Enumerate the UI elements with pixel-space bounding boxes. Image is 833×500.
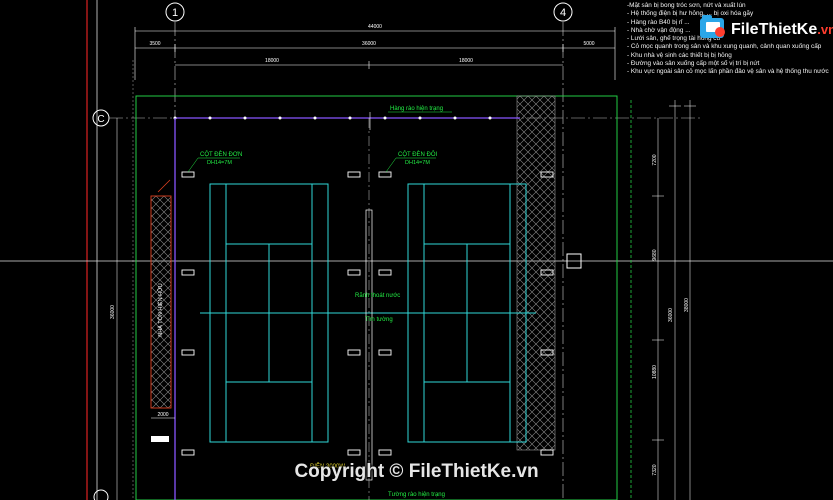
label-single-pole-sub: DH14=7M bbox=[207, 160, 232, 166]
label-power: ĐIỆN 3000W bbox=[310, 462, 345, 470]
dim-half-right: 18000 bbox=[459, 58, 473, 64]
label-fence-bottom: Tường rào hiện trạng bbox=[388, 492, 445, 498]
note-line: - Khu nhà vệ sinh các thiết bị bị hỏng bbox=[627, 51, 732, 59]
grid-label-1: 1 bbox=[172, 7, 178, 19]
note-line: - Cỏ mọc quanh trong sân và khu xung qua… bbox=[627, 43, 822, 51]
note-line: - Lưới sân, ghế trọng tài hỏng cũ bbox=[627, 35, 721, 43]
bottom-left-marker bbox=[93, 489, 109, 500]
logo-wordmark: FileThietKe.vn bbox=[731, 21, 833, 39]
dim-pier-width: 2000 bbox=[157, 412, 168, 418]
copyright-watermark: Copyright © FileThietKe.vn bbox=[294, 461, 539, 482]
double-pole-leader bbox=[385, 157, 397, 173]
logo-brand: FileThietKe bbox=[731, 21, 818, 38]
house-diagonal bbox=[157, 179, 171, 193]
top-dimensions bbox=[134, 27, 616, 80]
grid-label-c: C bbox=[97, 114, 104, 125]
grid-bubble-4 bbox=[553, 2, 573, 22]
light-poles-left bbox=[181, 171, 195, 456]
label-single-pole: CỘT ĐÈN ĐƠN bbox=[200, 151, 242, 158]
dim-right-mid: 9680 bbox=[652, 249, 658, 260]
filethietke-logo: FileThietKe.vn bbox=[698, 12, 833, 46]
dim-half-left: 18000 bbox=[265, 58, 279, 64]
light-poles-center bbox=[347, 171, 392, 456]
dim-overall-width: 44000 bbox=[368, 24, 382, 30]
dim-right-margin: 5000 bbox=[583, 41, 594, 47]
dim-right-bottom: 7320 bbox=[652, 464, 658, 475]
note-line: - Hệ thống điện bị hư hỏng, ... bị oxi h… bbox=[627, 10, 754, 18]
right-dimensions bbox=[652, 100, 696, 500]
label-double-pole: CỘT ĐÈN ĐÔI bbox=[398, 151, 438, 158]
label-double-pole-sub: DH14=7M bbox=[405, 160, 430, 166]
dim-right-depth: 36000 bbox=[668, 308, 674, 322]
dim-left-margin: 3500 bbox=[149, 41, 160, 47]
label-center-line: Tim tường bbox=[365, 317, 393, 323]
label-fence-top: Hàng rào hiện trạng bbox=[390, 106, 443, 112]
notes-block: -Mặt sân bị bong tróc sơn, nứt và xuất l… bbox=[627, 2, 833, 77]
site-boundary bbox=[135, 95, 618, 500]
logo-domain: .vn bbox=[817, 22, 833, 37]
hatched-strip bbox=[516, 95, 556, 451]
note-line: - Khu vực ngoài sân cỏ mọc lấn phần đảo … bbox=[627, 68, 829, 76]
light-poles-right bbox=[540, 171, 554, 456]
note-line: -Mặt sân bị bong tróc sơn, nứt và xuất l… bbox=[627, 2, 746, 9]
note-line: - Hàng rào B40 bị rỉ ... bbox=[627, 18, 690, 26]
dim-left-depth: 36000 bbox=[110, 305, 116, 319]
pier-block bbox=[151, 436, 169, 442]
grid-bubble-1 bbox=[165, 2, 185, 22]
crosshair-pickbox bbox=[566, 253, 582, 269]
dim-middle-width: 36000 bbox=[362, 41, 376, 47]
top-fence-posts bbox=[173, 116, 492, 120]
single-pole-leader bbox=[187, 157, 199, 173]
note-line: - Đường vào sân xuống cấp một số vị trí … bbox=[627, 60, 760, 68]
dim-right-top: 7200 bbox=[652, 154, 658, 165]
folder-logo-icon bbox=[700, 15, 725, 38]
label-existing-house: NHÀ TÔN HIỆN HỮU bbox=[156, 283, 164, 337]
label-drain: Rãnh thoát nước bbox=[355, 293, 400, 299]
note-line: - Nhà chờ vận động ... bbox=[627, 26, 691, 34]
grid-label-4: 4 bbox=[560, 7, 566, 19]
dim-right-lower: 10880 bbox=[652, 365, 658, 379]
existing-house bbox=[150, 195, 172, 409]
dim-right-total: 38000 bbox=[684, 298, 690, 312]
